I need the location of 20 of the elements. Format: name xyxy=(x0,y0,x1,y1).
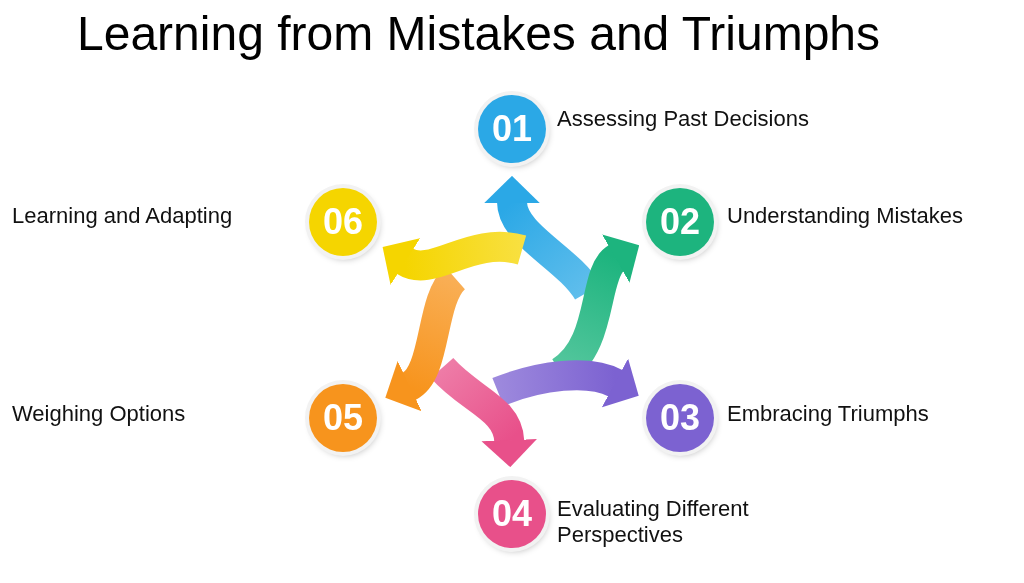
step-circle xyxy=(646,188,714,256)
curved-arrow xyxy=(431,357,537,467)
step-label: Embracing Triumphs xyxy=(727,401,929,427)
step-label: Learning and Adapting xyxy=(12,203,233,229)
step-number: 06 xyxy=(322,202,363,242)
step-label: Evaluating Different Perspectives xyxy=(557,496,750,548)
curved-arrow xyxy=(380,231,525,287)
step-circle xyxy=(646,384,714,452)
step-circle xyxy=(309,188,377,256)
step-number: 03 xyxy=(659,398,700,438)
step-number: 04 xyxy=(491,494,532,534)
step-number: 02 xyxy=(659,202,700,242)
step-label: Understanding Mistakes xyxy=(727,203,963,229)
step-label: Assessing Past Decisions xyxy=(557,106,809,132)
curved-arrow xyxy=(492,357,640,409)
step-label: Weighing Options xyxy=(12,401,186,427)
step-number: 05 xyxy=(322,398,363,438)
title: Learning from Mistakes and Triumphs xyxy=(77,6,880,62)
step-circle xyxy=(309,384,377,452)
step-number: 01 xyxy=(491,109,532,149)
